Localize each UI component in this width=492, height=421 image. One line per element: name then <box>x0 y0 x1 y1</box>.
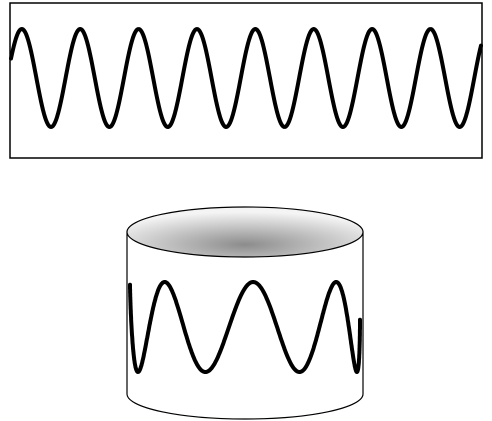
cylinder-top-ellipse <box>126 206 364 258</box>
strip-frame <box>9 2 483 159</box>
cylinder <box>126 206 364 420</box>
cylinder-wrapped-wave <box>128 280 362 374</box>
flat-strip <box>9 2 483 159</box>
cylinder-body <box>126 231 364 420</box>
strip-sine-wave <box>9 27 483 129</box>
